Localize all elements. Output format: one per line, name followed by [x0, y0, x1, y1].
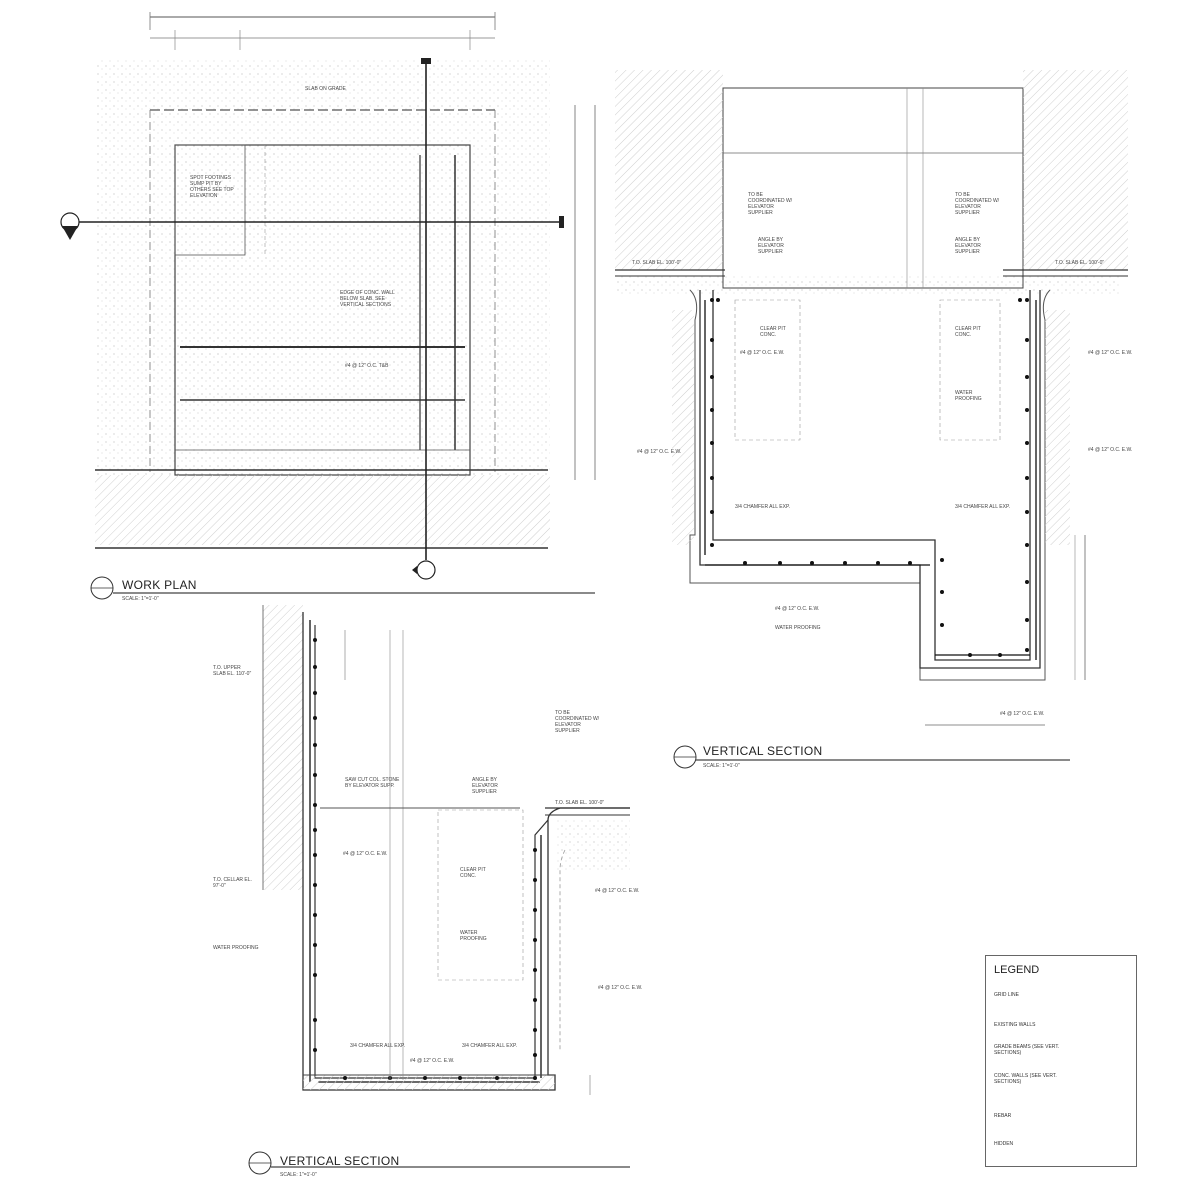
legend-item-grade-beams: GRADE BEAMS (SEE VERT. SECTIONS) [994, 1044, 1060, 1056]
vs2-rebar-note-2: #4 @ 12" O.C. E.W. [595, 888, 640, 894]
vs2-saw-cut-note: SAW CUT COL. STONE BY ELEVATOR SUPP. [345, 777, 400, 789]
legend-item-hidden: HIDDEN [994, 1141, 1014, 1147]
vs1-chamfer-left: 3/4 CHAMFER ALL EXP. [735, 504, 791, 510]
vs2-chamfer-right: 3/4 CHAMFER ALL EXP. [462, 1043, 518, 1049]
vs2-chamfer-left: 3/4 CHAMFER ALL EXP. [350, 1043, 406, 1049]
vs2-waterproofing-right: WATER PROOFING [460, 930, 487, 942]
work-plan-scale: SCALE: 1"=1'-0" [122, 596, 159, 602]
vs1-slab-el-right: T.O. SLAB EL. 100'-0" [1055, 260, 1105, 266]
vs1-rebar-note-4: #4 @ 12" O.C. E.W. [637, 449, 682, 455]
legend-item-rebar: REBAR [994, 1113, 1012, 1119]
vs2-cellar-el: T.O. CELLAR EL. 97'-0" [213, 877, 252, 889]
vs1-waterproofing-note-1: WATER PROOFING [955, 390, 982, 402]
vs1-clear-pit-left: CLEAR PIT CONC. [760, 326, 786, 338]
vs1-coordinate-note-right: TO BE COORDINATED W/ ELEVATOR SUPPLIER [955, 192, 1000, 216]
vs2-rebar-note-4: #4 @ 12" O.C. E.W. [410, 1058, 455, 1064]
legend-box: LEGEND GRID LINE EXISTING WALLS GRADE BE… [985, 955, 1137, 1167]
edge-of-wall-note: EDGE OF CONC. WALL BELOW SLAB. SEE VERTI… [340, 290, 395, 308]
vs2-rebar-note-3: #4 @ 12" O.C. E.W. [598, 985, 643, 991]
vs2-rebar-note-1: #4 @ 12" O.C. E.W. [343, 851, 388, 857]
vs2-waterproofing-left: WATER PROOFING [213, 945, 259, 951]
vs1-chamfer-right: 3/4 CHAMFER ALL EXP. [955, 504, 1011, 510]
legend-item-existing-walls: EXISTING WALLS [994, 1022, 1036, 1028]
slab-on-grade-note: SLAB ON GRADE [305, 86, 346, 92]
spot-footings-note: SPOT FOOTINGS SUMP PIT BY OTHERS SEE TOP… [190, 175, 234, 199]
vs1-title: VERTICAL SECTION [703, 744, 823, 758]
vs2-angle-note: ANGLE BY ELEVATOR SUPPLIER [472, 777, 498, 795]
vs2-clear-pit: CLEAR PIT CONC. [460, 867, 486, 879]
work-plan-title: WORK PLAN [122, 578, 197, 592]
vertical-section-2-view [248, 605, 630, 1175]
vertical-section-1-view [615, 70, 1128, 769]
vs1-slab-el-left: T.O. SLAB EL. 100'-0" [632, 260, 682, 266]
vs2-title: VERTICAL SECTION [280, 1154, 400, 1168]
work-plan-view [60, 12, 596, 600]
vs1-angle-note-right: ANGLE BY ELEVATOR SUPPLIER [955, 237, 981, 255]
vs1-clear-pit-right: CLEAR PIT CONC. [955, 326, 981, 338]
legend-item-conc-walls: CONC. WALLS (SEE VERT. SECTIONS) [994, 1073, 1057, 1085]
vs1-waterproofing-note-2: WATER PROOFING [775, 625, 821, 631]
legend-title: LEGEND [994, 964, 1040, 976]
vs2-coordinate-note: TO BE COORDINATED W/ ELEVATOR SUPPLIER [555, 710, 600, 734]
vs1-rebar-note-1: #4 @ 12" O.C. E.W. [740, 350, 785, 356]
vs1-rebar-note-6: #4 @ 12" O.C. E.W. [1000, 711, 1045, 717]
vs1-rebar-note-2: #4 @ 12" O.C. E.W. [1088, 350, 1133, 356]
rebar-note: #4 @ 12" O.C. T&B [345, 363, 389, 369]
vs2-slab-el: T.O. SLAB EL. 100'-0" [555, 800, 605, 806]
vs1-scale: SCALE: 1"=1'-0" [703, 763, 740, 769]
vs1-rebar-note-3: #4 @ 12" O.C. E.W. [1088, 447, 1133, 453]
vs1-rebar-note-5: #4 @ 12" O.C. E.W. [775, 606, 820, 612]
vs2-upper-slab-el: T.O. UPPER SLAB EL. 110'-0" [213, 665, 252, 677]
vs1-angle-note-left: ANGLE BY ELEVATOR SUPPLIER [758, 237, 784, 255]
legend-item-grid-line: GRID LINE [994, 992, 1020, 998]
vs1-coordinate-note-left: TO BE COORDINATED W/ ELEVATOR SUPPLIER [748, 192, 793, 216]
vs2-scale: SCALE: 1"=1'-0" [280, 1172, 317, 1178]
